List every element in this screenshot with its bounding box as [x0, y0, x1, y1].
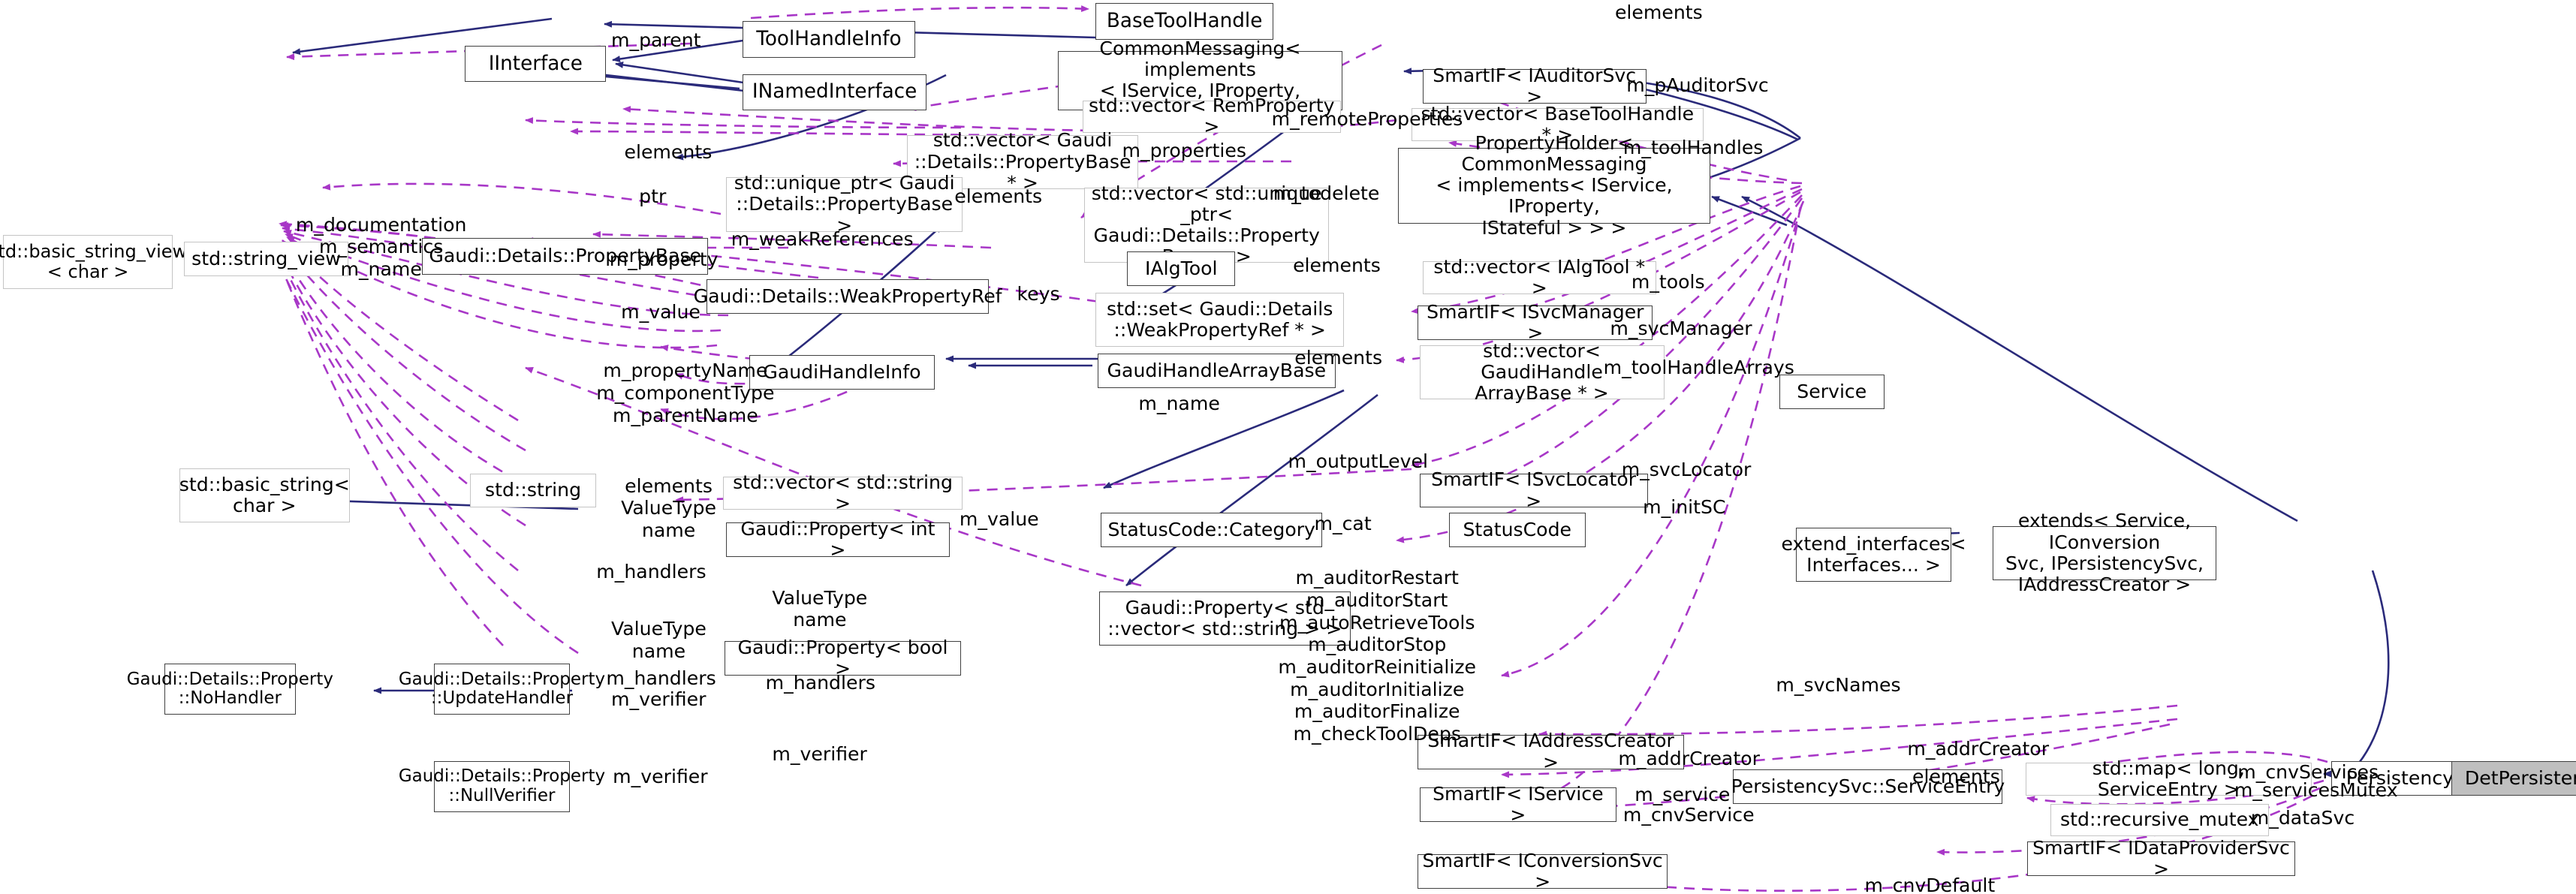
class-node-toolhandleinfo[interactable]: ToolHandleInfo — [743, 21, 915, 58]
edge-label-l_m_addrcreator_2: m_addrCreator — [1618, 748, 1760, 770]
edge-label-l_m_handlers_1: m_handlers — [596, 560, 707, 582]
edge-label-l_m_handlearrays: m_toolHandleArrays — [1603, 357, 1794, 379]
edge-label-l_m_todelete: m_todelete — [1273, 182, 1380, 205]
edge-label-l_elements_2: elements — [624, 141, 713, 164]
edge-label-l_m_weakrefs: m_weakReferences — [731, 228, 914, 251]
edge-label-l_m_svcnames: m_svcNames — [1776, 673, 1901, 696]
edge-label-l_m_verifier_2: m_verifier — [772, 742, 867, 765]
edge-label-l_m_parent: m_parent — [610, 29, 701, 52]
class-node-gaudihandleinfo[interactable]: GaudiHandleInfo — [749, 354, 935, 390]
edge-label-l_m_service: m_service — [1634, 784, 1731, 806]
class-node-statuscode_category[interactable]: StatusCode::Category — [1101, 513, 1323, 548]
edge-label-l_m_property: m_property — [609, 248, 719, 270]
class-node-detpersistencysvc[interactable]: DetPersistencySvc — [2451, 760, 2576, 796]
edge-label-l_auditors: m_auditorRestart m_auditorStart m_autoRe… — [1278, 567, 1477, 745]
class-node-vec_std_string[interactable]: std::vector< std::string > — [722, 471, 963, 513]
edge-label-l_valuetype_2: ValueType name — [610, 618, 707, 662]
edge-label-l_ptr: ptr — [639, 185, 667, 208]
class-node-property_vec_string[interactable]: Gaudi::Property< std ::vector< std::stri… — [1098, 591, 1351, 646]
class-node-iinterface[interactable]: IInterface — [465, 46, 607, 83]
edge-label-l_m_pauditorsvc: m_pAuditorSvc — [1626, 74, 1769, 96]
edge-label-l_m_handlers_2: m_handlers — [606, 667, 716, 689]
edge-label-l_m_tools: m_tools — [1631, 271, 1705, 293]
edge-label-l_elements_7: elements — [1912, 766, 2000, 788]
edge-label-l_m_doc: m_documentation m_semantics m_name — [295, 213, 467, 280]
edge-label-l_m_servicesmutex: m_servicesMutex — [2234, 778, 2398, 801]
edge-label-l_m_remoteprops: m_remoteProperties — [1271, 108, 1463, 131]
edge-label-l_m_cat: m_cat — [1314, 513, 1372, 535]
edge-label-l_elements_1: elements — [1614, 2, 1703, 24]
class-node-property_bool[interactable]: Gaudi::Property< bool > — [724, 637, 962, 679]
edge-label-l_m_datasvc: m_dataSvc — [2250, 806, 2355, 829]
class-node-nohandler[interactable]: Gaudi::Details::Property ::NoHandler — [127, 664, 333, 715]
edge-label-l_valuetype_1: ValueType name — [772, 586, 868, 631]
class-node-statuscode[interactable]: StatusCode — [1448, 513, 1586, 548]
edge-label-l_keys: keys — [1017, 282, 1060, 305]
class-node-smartif_isvclocator[interactable]: SmartIF< ISvcLocator > — [1419, 469, 1648, 511]
class-node-weakpropertyref[interactable]: Gaudi::Details::WeakPropertyRef — [694, 279, 1002, 315]
class-node-service[interactable]: Service — [1779, 375, 1885, 410]
edge-label-l_m_handlers_3: m_handlers — [765, 672, 875, 694]
class-node-smartif_idataprovider[interactable]: SmartIF< IDataProviderSvc > — [2027, 837, 2295, 880]
edge-label-l_m_propnames: m_propertyName m_componentType m_parentN… — [596, 360, 775, 426]
class-node-std_string[interactable]: std::string — [469, 473, 597, 508]
class-node-uniqueptr_propbase[interactable]: std::unique_ptr< Gaudi ::Details::Proper… — [726, 173, 963, 236]
edge-label-l_m_outputlevel: m_outputLevel — [1288, 450, 1428, 472]
class-node-inamedinterface[interactable]: INamedInterface — [743, 74, 927, 110]
edge-label-l_m_initsc: m_initSC — [1643, 496, 1726, 519]
edge-label-l_elements_6: elements ValueType name — [621, 474, 716, 542]
edge-label-l_m_properties: m_properties — [1122, 140, 1246, 162]
edge-label-l_m_value_1: m_value — [621, 300, 700, 323]
class-node-smartif_iservice[interactable]: SmartIF< IService > — [1419, 783, 1617, 825]
class-node-updatehandler[interactable]: Gaudi::Details::Property ::UpdateHandler — [399, 664, 605, 715]
class-node-property_int[interactable]: Gaudi::Property< int > — [726, 518, 950, 561]
class-node-basetoolhandle[interactable]: BaseToolHandle — [1095, 3, 1273, 40]
edge-label-l_m_svcmanager: m_svcManager — [1610, 317, 1752, 339]
class-node-vec_ialgtool_p[interactable]: std::vector< IAlgTool * > — [1422, 256, 1656, 299]
edge-label-l_m_cnvdefault: m_cnvDefault — [1864, 874, 1996, 894]
class-node-ialgtool[interactable]: IAlgTool — [1127, 251, 1236, 286]
class-node-basic_string_view[interactable]: std::basic_string_view < char > — [0, 235, 187, 290]
edge-label-l_m_name_1: m_name — [1138, 393, 1220, 415]
edge-label-l_m_svclocator: m_svcLocator — [1621, 458, 1752, 480]
class-node-smartif_iconversionsvc[interactable]: SmartIF< IConversionSvc > — [1418, 850, 1668, 892]
edge-label-l_m_verifier_3: m_verifier — [613, 766, 708, 788]
edge-label-l_elements_3: elements — [954, 185, 1043, 208]
edge-label-l_elements_4: elements — [1293, 254, 1381, 277]
edge-label-l_m_cnvservice: m_cnvService — [1622, 803, 1755, 826]
edge-label-l_m_toolhandles: m_toolHandles — [1622, 136, 1764, 158]
class-node-basic_string[interactable]: std::basic_string< char > — [179, 468, 351, 523]
edge-label-l_m_addrcreator_1: m_addrCreator — [1907, 738, 2050, 760]
class-node-propertyholder[interactable]: PropertyHolder< CommonMessaging < implem… — [1398, 132, 1710, 238]
class-node-extends_service[interactable]: extends< Service, IConversion Svc, IPers… — [1993, 510, 2216, 595]
edge-label-l_elements_5: elements — [1294, 346, 1383, 369]
class-node-recursive_mutex[interactable]: std::recursive_mutex — [2050, 803, 2269, 837]
class-node-set_weakpropertyref[interactable]: std::set< Gaudi::Details ::WeakPropertyR… — [1095, 292, 1344, 347]
edge-label-l_m_verifier_1: m_verifier — [610, 688, 707, 711]
class-node-nullverifier[interactable]: Gaudi::Details::Property ::NullVerifier — [399, 760, 605, 812]
class-node-extend_interfaces[interactable]: extend_interfaces< Interfaces... > — [1781, 527, 1966, 582]
edge-label-l_m_value_2: m_value — [959, 507, 1039, 530]
class-node-smartif_iauditorsvc[interactable]: SmartIF< IAuditorSvc > — [1422, 65, 1647, 107]
